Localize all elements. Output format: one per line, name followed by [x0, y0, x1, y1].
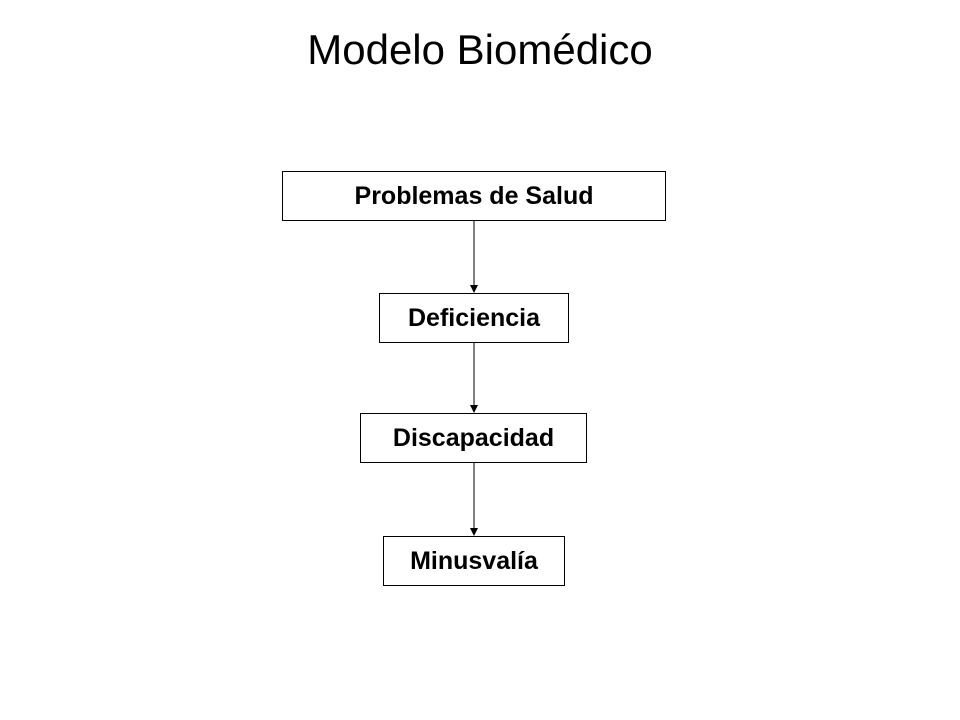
node-deficiencia: Deficiencia	[379, 293, 569, 343]
slide-title: Modelo Biomédico	[307, 26, 653, 73]
node-problemas-de-salud: Problemas de Salud	[282, 171, 666, 221]
node-minusvalia: Minusvalía	[383, 536, 565, 586]
node-discapacidad: Discapacidad	[360, 413, 587, 463]
